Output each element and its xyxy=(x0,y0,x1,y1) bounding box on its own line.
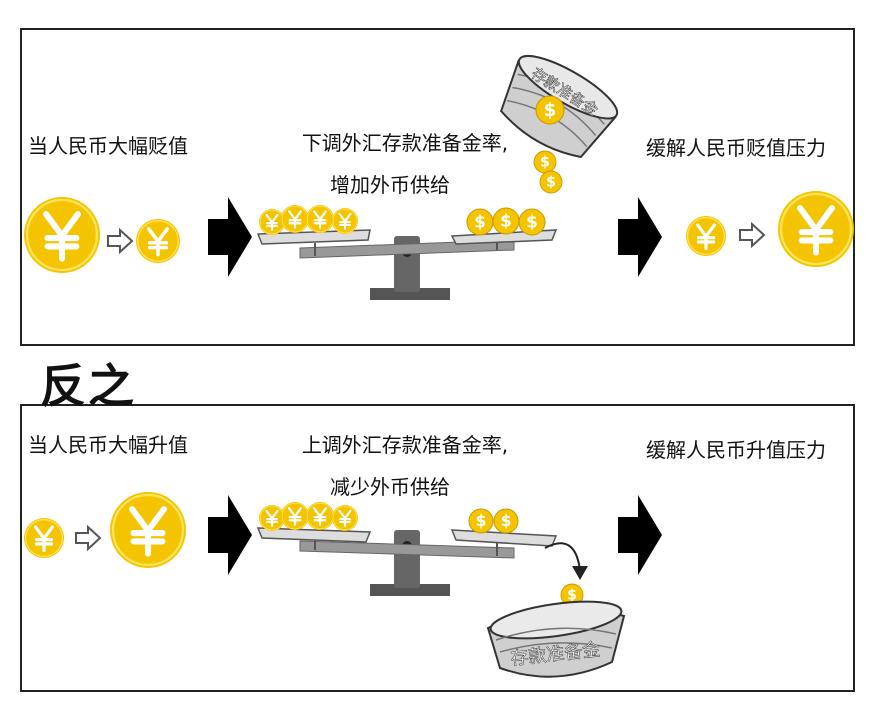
bottom-right-caption: 缓解人民币升值压力 xyxy=(646,438,826,462)
bottom-center-line1: 上调外汇存款准备金率, xyxy=(301,433,509,457)
top-hollow-arrow-left xyxy=(107,229,133,253)
top-right-pan-dollar-coins xyxy=(467,208,545,235)
bottom-curved-arrow-head xyxy=(572,566,588,580)
bottom-big-arrow-left xyxy=(208,495,252,575)
top-big-arrow-left xyxy=(208,197,252,277)
bottom-curved-arrow xyxy=(544,542,581,571)
top-right-caption: 缓解人民币贬值压力 xyxy=(646,136,826,160)
top-center-line2: 增加外币供给 xyxy=(330,173,450,197)
top-hollow-arrow-right xyxy=(739,223,765,247)
top-small-yen-coin xyxy=(134,217,182,265)
top-balance-scale xyxy=(256,229,558,300)
bottom-center-line2: 减少外币供给 xyxy=(330,475,450,499)
top-large-yen-coin xyxy=(24,197,100,273)
top-left-caption: 当人民币大幅贬值 xyxy=(28,134,188,158)
bottom-small-yen-coin xyxy=(22,516,66,560)
bottom-big-arrow-right xyxy=(618,495,662,575)
top-small-yen-coin-right xyxy=(684,214,728,258)
top-large-yen-coin-right xyxy=(778,191,854,267)
bottom-left-pan-yen-coins xyxy=(257,500,360,533)
bottom-reserve-bucket xyxy=(486,600,626,678)
top-big-arrow-right xyxy=(618,197,662,277)
bottom-left-caption: 当人民币大幅升值 xyxy=(28,433,188,457)
top-center-line1: 下调外汇存款准备金率, xyxy=(301,131,509,155)
bottom-right-pan-dollar-coins xyxy=(469,509,518,533)
bottom-hollow-arrow-left xyxy=(75,526,101,550)
separator-label: 反之 xyxy=(40,359,136,413)
bottom-balance-scale xyxy=(256,527,558,596)
top-left-pan-yen-coins xyxy=(257,203,360,237)
bottom-large-yen-coin xyxy=(110,492,186,568)
